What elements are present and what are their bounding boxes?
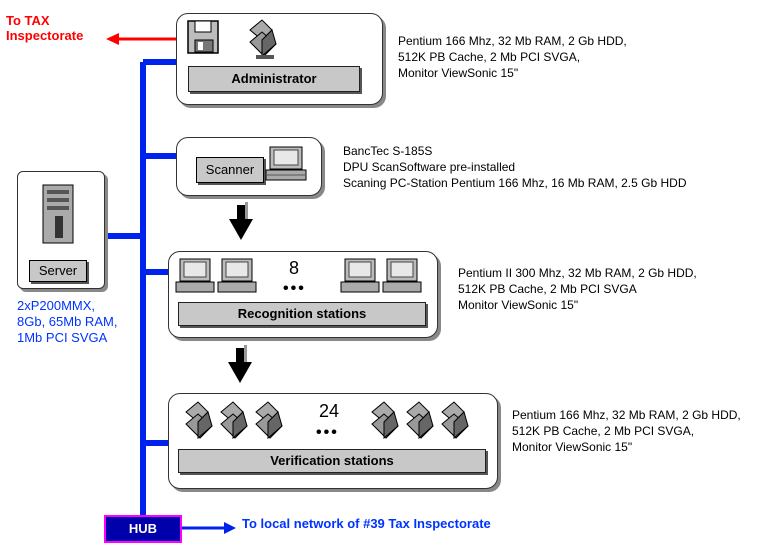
recognition-specs: Pentium II 300 Mhz, 32 Mb RAM, 2 Gb HDD,…	[458, 265, 697, 313]
recognition-spec-line: Monitor ViewSonic 15"	[458, 298, 579, 312]
verification-spec-line: Pentium 166 Mhz, 32 Mb RAM, 2 Gb HDD,	[512, 408, 741, 422]
workstation-icon	[371, 401, 399, 440]
server-spec-line: 2xP200MMX,	[17, 298, 96, 313]
workstation-icon	[220, 401, 248, 440]
to-tax-text: To TAX	[6, 13, 50, 28]
administrator-spec-line: Monitor ViewSonic 15"	[398, 66, 519, 80]
verification-dots: •••	[316, 424, 339, 441]
recognition-spec-line: Pentium II 300 Mhz, 32 Mb RAM, 2 Gb HDD,	[458, 266, 697, 280]
server-label: Server	[29, 260, 87, 282]
pc-icon	[340, 258, 380, 293]
server-spec-line: 1Mb PCI SVGA	[17, 330, 108, 345]
verification-count: 24	[319, 401, 340, 421]
verification-label: Verification stations	[178, 449, 486, 473]
hub-box: HUB	[104, 515, 182, 543]
administrator-spec-line: Pentium 166 Mhz, 32 Mb RAM, 2 Gb HDD,	[398, 34, 627, 48]
pc-icon	[382, 258, 422, 293]
workstation-icon	[255, 401, 283, 440]
recognition-count: 8	[289, 258, 300, 278]
pc-icon	[217, 258, 257, 293]
local-network-arrowhead	[224, 522, 236, 534]
verification-box	[168, 393, 498, 489]
scanner-spec-line: BancTec S-185S	[343, 144, 433, 158]
workstation-icon	[185, 401, 213, 440]
administrator-spec-line: 512K PB Cache, 2 Mb PCI SVGA,	[398, 50, 581, 64]
verification-specs: Pentium 166 Mhz, 32 Mb RAM, 2 Gb HDD, 51…	[512, 407, 741, 455]
workstation-icon	[249, 19, 277, 59]
floppy-disk-icon	[187, 20, 219, 54]
workstation-icon	[406, 401, 434, 440]
recognition-spec-line: 512K PB Cache, 2 Mb PCI SVGA	[458, 282, 637, 296]
recognition-label: Recognition stations	[178, 302, 426, 326]
recognition-dots: •••	[283, 280, 306, 297]
inspectorate-text: Inspectorate	[6, 28, 84, 43]
scanner-spec-line: DPU ScanSoftware pre-installed	[343, 160, 516, 174]
verification-spec-line: Monitor ViewSonic 15"	[512, 440, 633, 454]
local-network-label: To local network of #39 Tax Inspectorate	[242, 516, 491, 531]
scanner-specs: BancTec S-185S DPU ScanSoftware pre-inst…	[343, 143, 686, 191]
server-specs: 2xP200MMX, 8Gb, 65Mb RAM, 1Mb PCI SVGA	[17, 298, 117, 346]
down-arrow-scanner-to-recognition	[229, 202, 253, 240]
workstation-icon	[441, 401, 469, 440]
down-arrow-recognition-to-verification	[228, 345, 252, 383]
tax-arrowhead	[106, 33, 119, 45]
scanner-label: Scanner	[196, 157, 264, 183]
server-spec-line: 8Gb, 65Mb RAM,	[17, 314, 118, 329]
to-tax-label: To TAX Inspectorate	[6, 13, 83, 43]
verification-spec-line: 512K PB Cache, 2 Mb PCI SVGA,	[512, 424, 695, 438]
pc-icon	[175, 258, 215, 293]
administrator-specs: Pentium 166 Mhz, 32 Mb RAM, 2 Gb HDD, 51…	[398, 33, 627, 81]
scanner-spec-line: Scaning PC-Station Pentium 166 Mhz, 16 M…	[343, 176, 687, 190]
administrator-label: Administrator	[188, 66, 360, 92]
